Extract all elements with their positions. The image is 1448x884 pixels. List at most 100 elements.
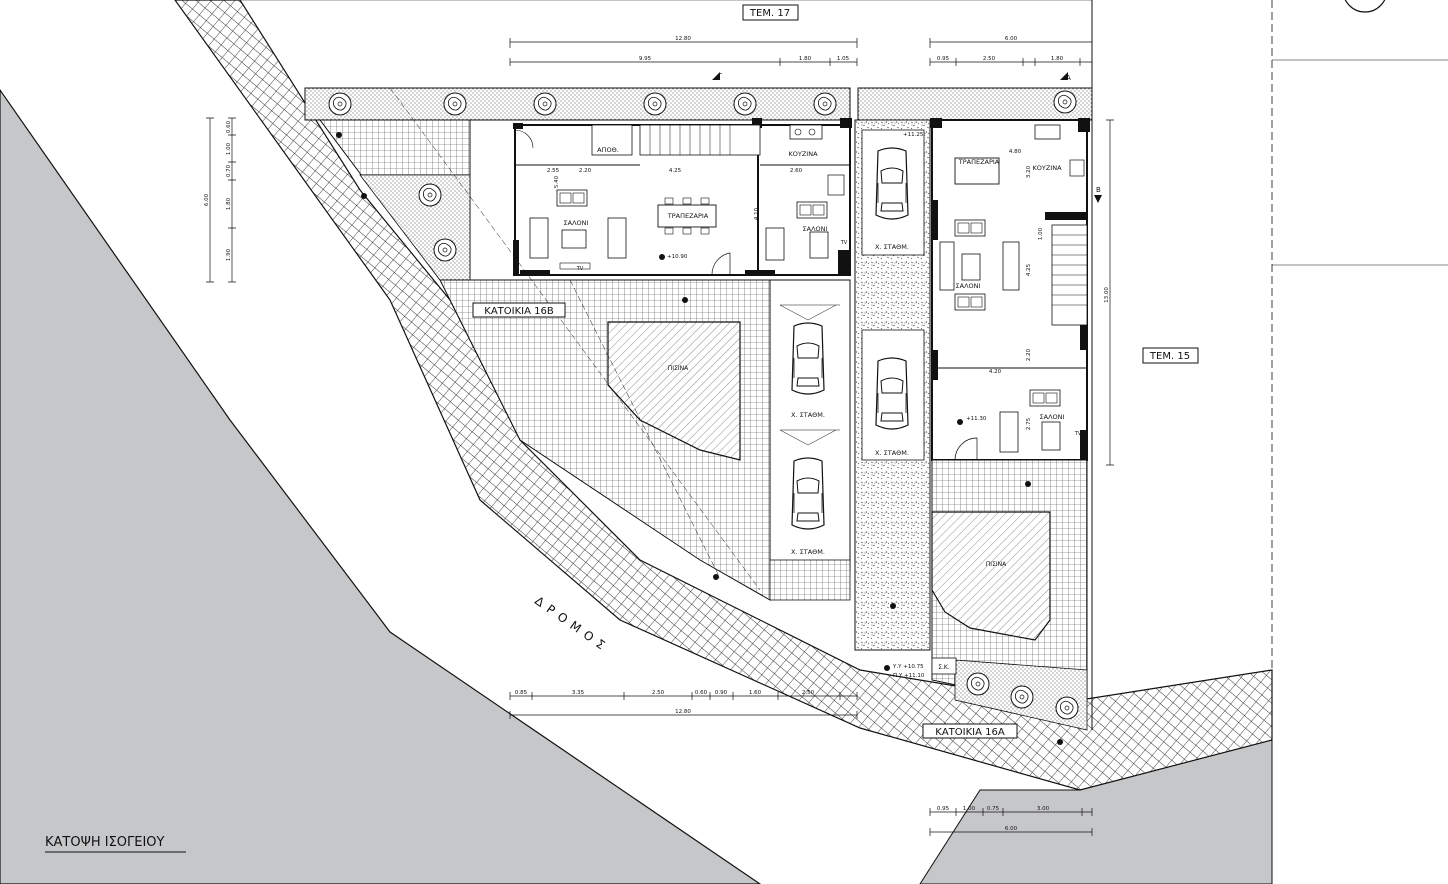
- utility-box: [931, 657, 957, 675]
- room-label-storage: ΑΠΟΘ.: [597, 146, 619, 154]
- parking-label: Χ. ΣΤΑΘΜ.: [791, 548, 825, 556]
- tree-icon: [443, 92, 467, 116]
- dim-text: 2.20: [1026, 348, 1032, 361]
- room-label-kitchen-16b: ΚΟΥΖΙΝΑ: [788, 150, 818, 158]
- dim-text: 1.80: [226, 197, 232, 210]
- tree-icon: [1055, 696, 1079, 720]
- house-16a-label: ΚΑΤΟΙΚΙΑ 16Α: [922, 723, 1018, 739]
- dim-text: 13.00: [1104, 287, 1110, 303]
- dim-text: 1.05: [837, 56, 850, 62]
- dim-text: 2.55: [547, 168, 560, 174]
- dim-text: 2.20: [579, 168, 592, 174]
- house-16a: [930, 118, 1090, 461]
- dim-text: 4.25: [669, 168, 682, 174]
- drawing-title: ΚΑΤΟΨΗ ΙΣΟΓΕΙΟΥ: [45, 835, 165, 850]
- section-g-label: Γ: [718, 72, 722, 80]
- dim-text: 1.00: [1038, 227, 1044, 240]
- dimension-lines: [206, 38, 1114, 836]
- tv-label: TV: [576, 266, 584, 272]
- dim-text: 0.60: [695, 690, 708, 696]
- dim-text: 3.35: [572, 690, 585, 696]
- rear-garden-16b: [304, 87, 851, 121]
- plot-15-label: ΤΕΜ. 15: [1142, 347, 1199, 364]
- pool-16a: [931, 511, 1051, 641]
- tree-icon: [533, 92, 557, 116]
- dim-text: 5.40: [554, 175, 560, 188]
- dim-text: 1.80: [799, 56, 812, 62]
- section-a-label: A: [1066, 74, 1071, 82]
- car-icon: [791, 322, 825, 395]
- parking-label: Χ. ΣΤΑΘΜ.: [875, 243, 909, 251]
- svg-text:ΤΕΜ. 17: ΤΕΜ. 17: [749, 8, 790, 19]
- section-marker-icon: [1060, 72, 1068, 80]
- dim-text: 4.80: [1009, 149, 1022, 155]
- dim-text: 3.00: [1037, 806, 1050, 812]
- plot-17-label: ΤΕΜ. 17: [742, 4, 799, 21]
- tv-label: TV: [1074, 431, 1082, 437]
- section-marker-icon: [712, 72, 720, 80]
- car-icon: [791, 457, 825, 530]
- dim-text: 0.95: [937, 806, 950, 812]
- pool-label-16b: ΠΙΣΙΝΑ: [668, 365, 689, 372]
- pool-16b: [607, 321, 741, 461]
- level-park: +11.25: [903, 132, 924, 138]
- svg-text:ΚΑΤΟΙΚΙΑ 16Β: ΚΑΤΟΙΚΙΑ 16Β: [484, 306, 554, 317]
- svg-text:ΚΑΤΟΙΚΙΑ 16Α: ΚΑΤΟΙΚΙΑ 16Α: [935, 727, 1005, 738]
- room-label-living-16b-2: ΣΑΛΟΝΙ: [803, 225, 828, 233]
- tree-icon: [1010, 685, 1034, 709]
- parking-label: Χ. ΣΤΑΘΜ.: [791, 411, 825, 419]
- tree-icon: [433, 238, 457, 262]
- room-label-dining-16a: ΤΡΑΠΕΖΑΡΙΑ: [958, 158, 1000, 166]
- dim-text: 0.95: [937, 56, 950, 62]
- level-road-1: Υ.Υ +10.75: [892, 664, 924, 670]
- dim-text: 0.90: [715, 690, 728, 696]
- road-area: [0, 88, 762, 884]
- room-label-living-16b: ΣΑΛΟΝΙ: [564, 219, 589, 227]
- dim-text: 1.00: [226, 142, 232, 155]
- dim-text: 1.60: [749, 690, 762, 696]
- pool-label-16a: ΠΙΣΙΝΑ: [986, 561, 1007, 568]
- dim-text: 3.20: [1026, 165, 1032, 178]
- room-label-living-16a: ΣΑΛΟΝΙ: [956, 282, 981, 290]
- north-arrow-icon: [1344, 0, 1386, 13]
- svg-text:ΤΕΜ. 15: ΤΕΜ. 15: [1149, 351, 1190, 362]
- dim-text: 12.80: [675, 36, 691, 42]
- tree-icon: [1053, 90, 1077, 114]
- dim-text: 0.75: [987, 806, 1000, 812]
- utility-box-label: Σ.Κ.: [938, 664, 950, 671]
- dim-text: 9.95: [639, 56, 652, 62]
- dim-text: 0.60: [226, 120, 232, 133]
- room-label-dining-16b: ΤΡΑΠΕΖΑΡΙΑ: [667, 212, 709, 220]
- dim-text: 2.50: [652, 690, 665, 696]
- dim-text: 6.00: [1005, 826, 1018, 832]
- parking-label: Χ. ΣΤΑΘΜ.: [875, 449, 909, 457]
- dim-text: 1.90: [226, 248, 232, 261]
- room-label-kitchen-16a: ΚΟΥΖΙΝΑ: [1032, 164, 1062, 172]
- dim-text: 4.20: [989, 369, 1002, 375]
- level-road-2: Π.Υ +11.10: [893, 673, 925, 679]
- dim-text: 12.80: [675, 709, 691, 715]
- level-16a: +11.30: [966, 416, 987, 422]
- rear-garden-16a: [857, 87, 1093, 121]
- level-16b: +10.90: [667, 254, 688, 260]
- dim-text: 0.70: [226, 164, 232, 177]
- tree-icon: [813, 92, 837, 116]
- house-16b-label: ΚΑΤΟΙΚΙΑ 16Β: [472, 302, 566, 318]
- tree-icon: [966, 672, 990, 696]
- dim-text: 4.10: [754, 207, 760, 220]
- car-icon: [875, 147, 909, 220]
- dim-text: 0.85: [515, 690, 528, 696]
- house-16b: [513, 118, 852, 276]
- section-marker-icon: [1094, 195, 1102, 203]
- tree-icon: [643, 92, 667, 116]
- dim-text: 2.75: [1026, 417, 1032, 430]
- dim-text: 1.00: [963, 806, 976, 812]
- dim-text: 1.80: [1051, 56, 1064, 62]
- dim-text: 2.50: [802, 690, 815, 696]
- tree-icon: [418, 183, 442, 207]
- room-label-living-16a-2: ΣΑΛΟΝΙ: [1040, 413, 1065, 421]
- dim-text: 6.00: [204, 193, 210, 206]
- tree-icon: [328, 92, 352, 116]
- section-b-label: B: [1096, 186, 1101, 194]
